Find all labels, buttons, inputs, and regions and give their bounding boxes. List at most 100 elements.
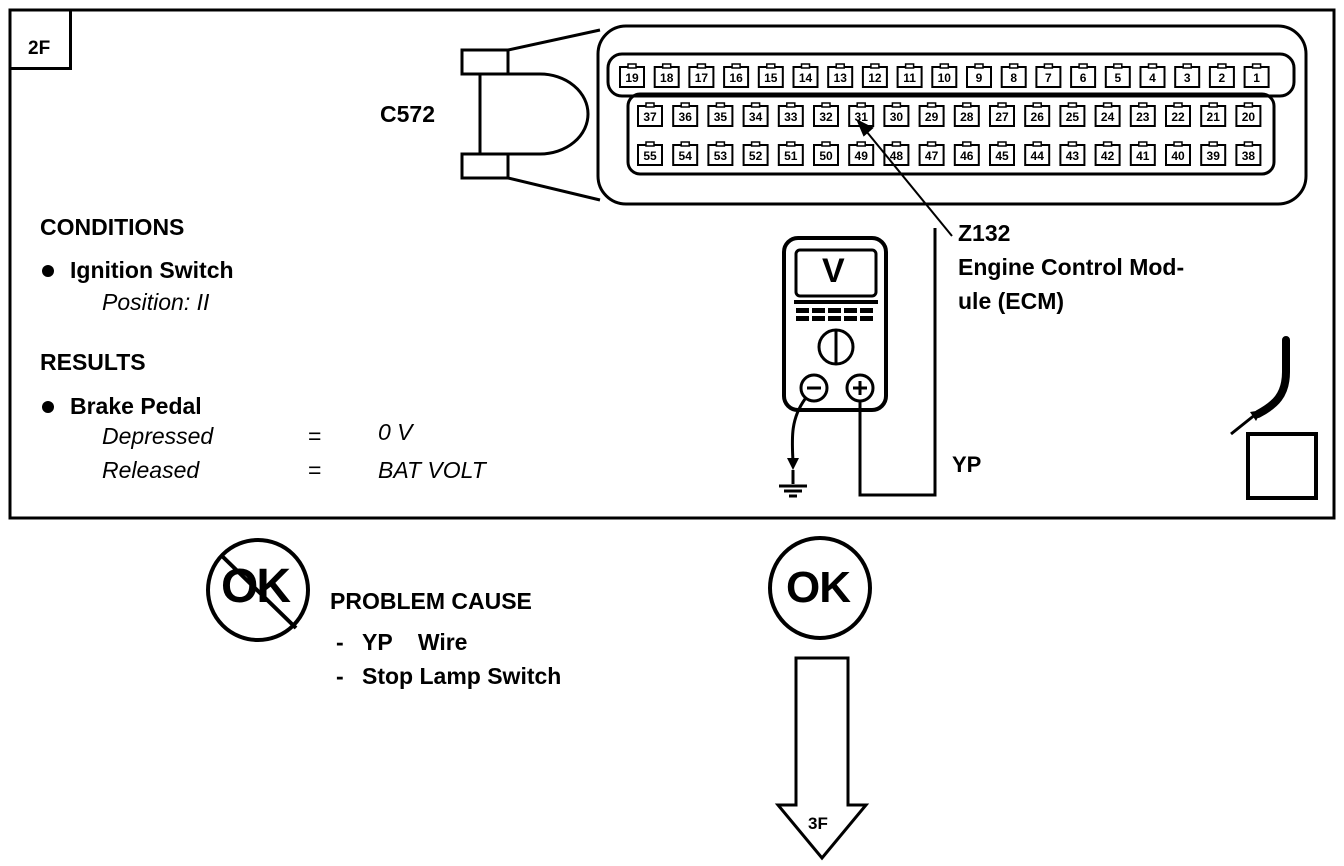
pin-number: 54 [679,149,693,163]
pin-number: 33 [784,110,798,124]
pin-latch [1067,141,1078,147]
pin-latch [1182,63,1192,69]
cause-dash: - [336,663,344,689]
pin-number: 7 [1045,71,1052,85]
pin-number: 48 [890,149,904,163]
pin-number: 17 [695,71,709,85]
pin-number: 1 [1253,71,1260,85]
connector-label: C572 [380,101,435,127]
result-equals: = [308,457,322,483]
module-name-line2: ule (ECM) [958,288,1065,314]
pin-number: 46 [960,149,974,163]
pin-latch [891,102,902,108]
pin-number: 30 [890,110,904,124]
results-item: Brake Pedal [70,393,202,419]
multimeter [782,236,888,412]
ok-label: OK [786,563,851,612]
pin-latch [1138,102,1148,108]
result-equals: = [308,423,322,449]
next-step-label: 3F [808,814,828,833]
conditions-detail: Position: II [102,289,210,315]
step-label: 2F [28,38,51,59]
not-ok-symbol [206,538,310,642]
pin-number: 24 [1101,110,1115,124]
pin-number: 2 [1219,71,1226,85]
result-state: Released [102,457,200,483]
pin-latch [997,141,1007,147]
not-ok-label: OK [221,560,291,613]
step-label-box: 2F [10,10,72,70]
pin-latch [1208,102,1218,108]
result-value: 0 V [378,419,413,445]
pin-latch [1147,63,1158,69]
pin-latch [1208,141,1218,147]
pin-latch [715,141,726,147]
pin-latch [627,63,637,69]
pin-number: 55 [643,149,657,163]
problem-cause-heading: PROBLEM CAUSE [330,588,532,614]
conditions-heading: CONDITIONS [40,214,185,240]
test-leads [779,228,937,498]
pin-number: 27 [995,110,1009,124]
pin-latch [926,102,937,108]
pin-latch [1032,102,1042,108]
pin-number: 11 [903,71,916,85]
pin-latch [766,63,776,69]
pin-number: 44 [1031,149,1045,163]
pin-number: 34 [749,110,763,124]
pin-number: 43 [1066,149,1080,163]
pin-number: 9 [976,71,983,85]
pin-latch [750,102,761,108]
pin-latch [715,102,726,108]
result-state: Depressed [102,423,214,449]
pin-number: 14 [799,71,813,85]
next-step-arrow [774,656,870,861]
pin-latch [835,63,845,69]
pin-latch [962,141,972,147]
pin-latch [1102,141,1113,147]
ecm-connector-face [596,24,1308,206]
pin-latch [1113,63,1123,69]
pin-number: 8 [1010,71,1017,85]
conditions-bullet [42,265,54,277]
result-value: BAT VOLT [378,457,486,483]
pin-latch [1243,141,1254,147]
pin-latch [1067,102,1078,108]
pin-latch [962,102,972,108]
cause-text: YP Wire [362,629,468,655]
results-heading: RESULTS [40,349,146,375]
pin-latch [645,141,655,147]
pin-number: 4 [1149,71,1156,85]
pin-latch [997,102,1007,108]
pin-number: 28 [960,110,974,124]
pin-latch [1243,102,1254,108]
pin-latch [1173,141,1183,147]
meter-minus-jack [799,373,829,403]
pin-number: 51 [784,149,798,163]
pin-number: 23 [1136,110,1150,124]
pin-number: 52 [749,149,763,163]
pin-number: 19 [625,71,639,85]
pin-number: 41 [1136,149,1150,163]
pin-latch [800,63,811,69]
pin-latch [786,141,796,147]
pin-latch [870,63,880,69]
pin-number: 49 [855,149,869,163]
pin-number: 5 [1114,71,1121,85]
conditions-item: Ignition Switch [70,257,234,283]
module-id: Z132 [958,220,1011,246]
pin-number: 6 [1080,71,1087,85]
pin-number: 3 [1184,71,1191,85]
pin-number: 39 [1207,149,1221,163]
pin-latch [696,63,707,69]
pin-latch [786,102,796,108]
pin-number: 38 [1242,149,1256,163]
cause-text: Stop Lamp Switch [362,663,562,689]
pin-latch [1078,63,1088,69]
back-probe-symbol [1230,336,1318,500]
pin-latch [821,102,831,108]
pin-latch [1251,63,1262,69]
pin-latch [1043,63,1054,69]
